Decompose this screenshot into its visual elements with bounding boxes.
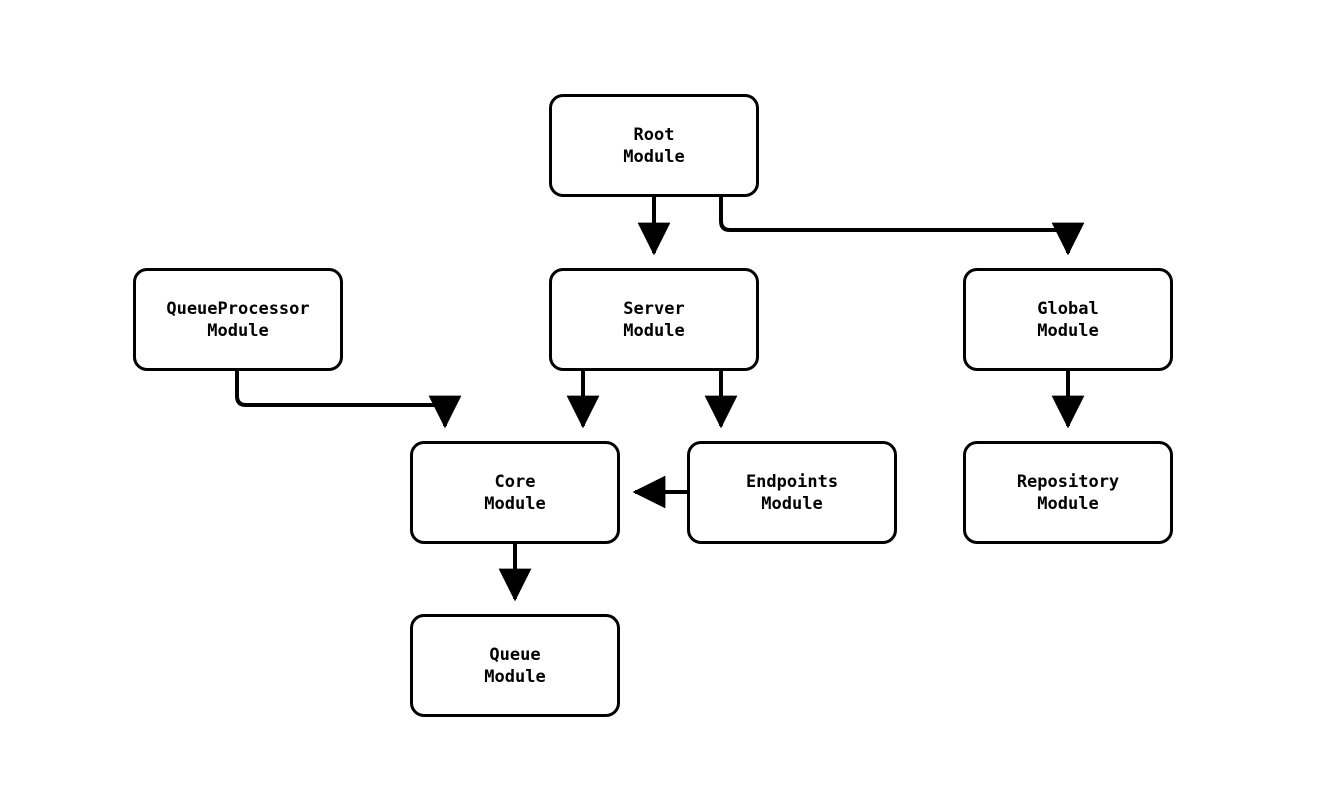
node-root-module-line1: Root <box>633 124 675 145</box>
node-root-module-line2: Module <box>623 146 685 167</box>
node-queue-module-line1: Queue <box>489 644 541 665</box>
node-repository-module-line2: Module <box>1037 493 1099 514</box>
node-endpoints-module[interactable]: Endpoints Module <box>687 441 897 544</box>
node-queueprocessor-module-line2: Module <box>207 320 269 341</box>
node-core-module[interactable]: Core Module <box>410 441 620 544</box>
node-endpoints-module-line2: Module <box>761 493 823 514</box>
node-repository-module[interactable]: Repository Module <box>963 441 1173 544</box>
node-core-module-line1: Core <box>494 471 536 492</box>
node-root-module[interactable]: Root Module <box>549 94 759 197</box>
node-queue-module-line2: Module <box>484 666 546 687</box>
node-server-module-line2: Module <box>623 320 685 341</box>
node-queueprocessor-module-line1: QueueProcessor <box>166 298 310 319</box>
node-queueprocessor-module[interactable]: QueueProcessor Module <box>133 268 343 371</box>
node-server-module[interactable]: Server Module <box>549 268 759 371</box>
edge-root-to-global <box>719 197 1085 256</box>
node-server-module-line1: Server <box>623 298 685 319</box>
node-repository-module-line1: Repository <box>1016 471 1120 492</box>
node-global-module[interactable]: Global Module <box>963 268 1173 371</box>
edge-queueprocessor-to-core <box>235 371 462 429</box>
node-core-module-line2: Module <box>484 493 546 514</box>
node-global-module-line1: Global <box>1037 298 1099 319</box>
node-global-module-line2: Module <box>1037 320 1099 341</box>
node-queue-module[interactable]: Queue Module <box>410 614 620 717</box>
node-endpoints-module-line1: Endpoints <box>745 471 839 492</box>
